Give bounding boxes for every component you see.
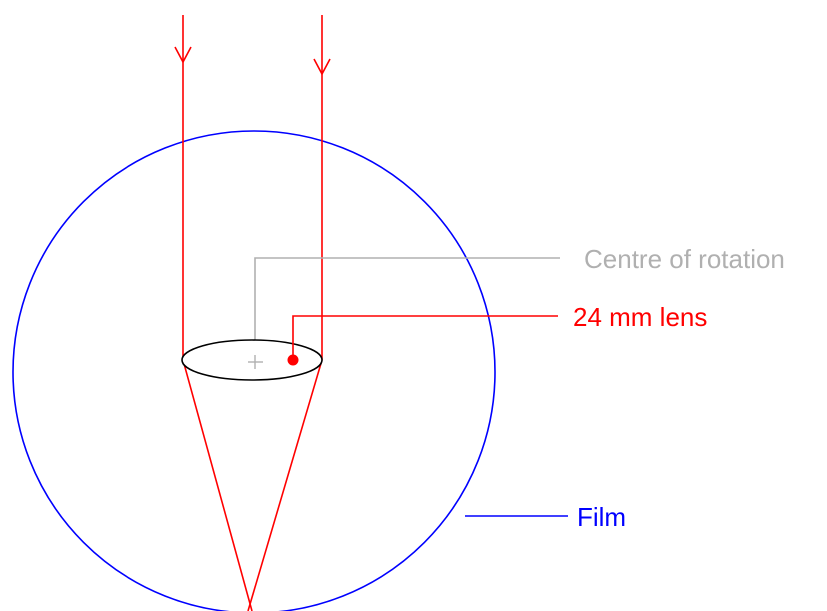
centre-of-rotation-marker	[248, 355, 263, 369]
lens-label: 24 mm lens	[573, 302, 707, 332]
lens-leader-line	[292, 315, 558, 359]
centre-of-rotation-label: Centre of rotation	[584, 244, 785, 274]
lens-outline	[181, 339, 323, 381]
left-ray-arrowhead	[174, 46, 192, 64]
film-circle	[12, 130, 496, 611]
centre-leader-line	[254, 257, 560, 352]
left-converging-ray	[182, 359, 253, 611]
right-ray-arrowhead	[313, 58, 331, 76]
film-label: Film	[577, 502, 626, 532]
right-converging-ray	[247, 359, 323, 611]
lens-position-dot	[287, 354, 299, 366]
